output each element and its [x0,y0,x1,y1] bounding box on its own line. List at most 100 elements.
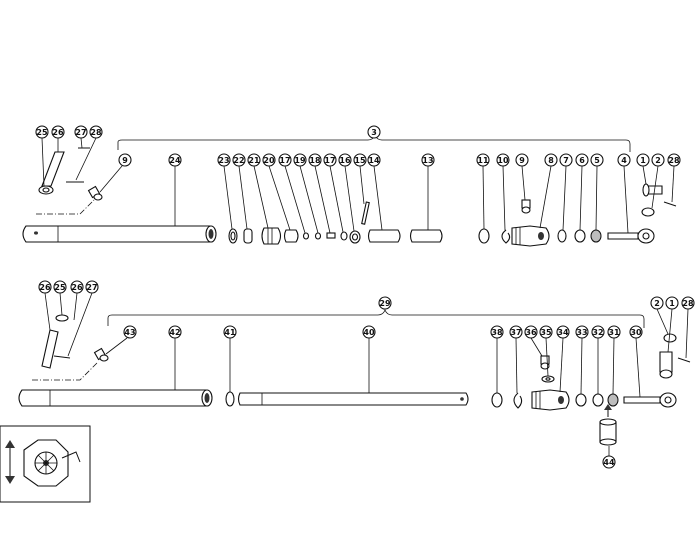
callout-18: 18 [308,153,331,234]
pin-1-lower [659,333,691,379]
washer-33 [575,393,587,407]
svg-text:22: 22 [233,156,244,165]
cylinder-head-8 [511,225,550,247]
upper-assembly: 25 26 27 28 3 9 24 23 22 21 20 17 19 18 … [22,125,681,247]
ring-37 [513,392,523,409]
group-brace-29 [107,308,645,328]
svg-text:32: 32 [592,328,603,337]
svg-text:1: 1 [640,156,646,165]
svg-text:15: 15 [354,156,366,165]
callout-27-l: 27 [67,280,99,357]
callout-2: 2 [651,153,665,209]
svg-text:25: 25 [54,283,66,292]
svg-text:33: 33 [576,328,587,337]
svg-text:2: 2 [655,156,661,165]
svg-text:11: 11 [477,156,489,165]
guide-line-upper [36,199,95,215]
svg-text:25: 25 [36,128,48,137]
inset-panel [0,425,91,503]
cylinder-head-34 [531,389,570,411]
callout-20: 20 [262,153,291,231]
callout-9: 9 [99,153,132,193]
pin-26-lower-left [41,314,71,369]
seal-set [228,201,370,245]
grease-fitting-9-left [87,185,103,201]
callout-9-right: 9 [515,153,529,201]
callout-15: 15 [353,153,367,205]
svg-text:37: 37 [510,328,521,337]
svg-text:30: 30 [630,328,642,337]
svg-text:27: 27 [75,128,86,137]
svg-text:10: 10 [497,156,509,165]
svg-text:16: 16 [339,156,351,165]
svg-text:28: 28 [682,299,694,308]
callout-22: 22 [232,153,248,230]
double-arrow-vertical-icon [5,440,15,484]
svg-text:28: 28 [90,128,102,137]
callout-28-right: 28 [667,153,681,203]
svg-text:24: 24 [169,156,181,165]
ring-38 [491,392,503,408]
svg-text:9: 9 [122,156,128,165]
svg-text:28: 28 [668,156,680,165]
callout-28-l: 28 [681,296,695,359]
svg-text:9: 9 [519,156,525,165]
callout-3: 3 [367,125,381,139]
callout-38: 38 [490,325,504,393]
svg-text:29: 29 [379,299,391,308]
callout-29: 29 [378,296,392,310]
callout-17b: 17 [323,153,344,233]
callout-17a: 17 [278,153,306,234]
svg-text:43: 43 [124,328,135,337]
svg-text:2: 2 [654,299,660,308]
pin-26-left [38,147,90,195]
svg-text:5: 5 [594,156,600,165]
callout-5: 5 [590,153,604,231]
svg-text:44: 44 [603,458,615,467]
guide-line-lower [32,361,99,381]
callout-1-l: 1 [665,296,679,353]
svg-text:23: 23 [218,156,229,165]
ring-41 [225,391,235,407]
callout-21: 21 [247,153,269,229]
hydraulic-cylinder-bracket-icon [23,439,81,487]
ring-11 [478,228,490,244]
eye-bolt-4 [607,228,655,244]
callout-2-l: 2 [650,296,669,335]
piston-rod-40 [237,392,469,406]
svg-text:26: 26 [71,283,83,292]
callout-16: 16 [338,153,355,232]
svg-text:41: 41 [224,328,236,337]
callout-37: 37 [509,325,523,394]
barrel-42 [18,389,213,407]
callout-25-l: 25 [53,280,67,316]
washer-7 [557,229,567,243]
washer-32 [592,393,604,407]
callout-34: 34 [556,325,570,393]
callout-32: 32 [591,325,605,394]
piston-13 [367,229,443,243]
nut-31 [607,393,619,407]
svg-text:36: 36 [525,328,537,337]
svg-text:3: 3 [371,128,377,137]
svg-text:7: 7 [563,156,569,165]
svg-text:35: 35 [540,328,552,337]
svg-text:26: 26 [39,283,51,292]
washer-6 [574,229,586,243]
callout-27: 27 [74,125,88,149]
svg-text:18: 18 [309,156,321,165]
callout-23: 23 [217,153,233,230]
svg-text:8: 8 [548,156,554,165]
callout-10: 10 [496,153,510,231]
callout-24: 24 [168,153,182,226]
callout-8: 8 [539,153,558,229]
callout-30: 30 [629,325,643,398]
upper-callouts: 25 26 27 28 3 9 24 23 22 21 20 17 19 18 … [35,125,681,234]
svg-text:14: 14 [368,156,380,165]
callout-36: 36 [524,325,543,357]
callout-43: 43 [105,325,137,355]
eye-bolt-30 [623,392,677,408]
callout-6: 6 [575,153,589,231]
svg-text:26: 26 [52,128,64,137]
callout-19: 19 [293,153,319,234]
